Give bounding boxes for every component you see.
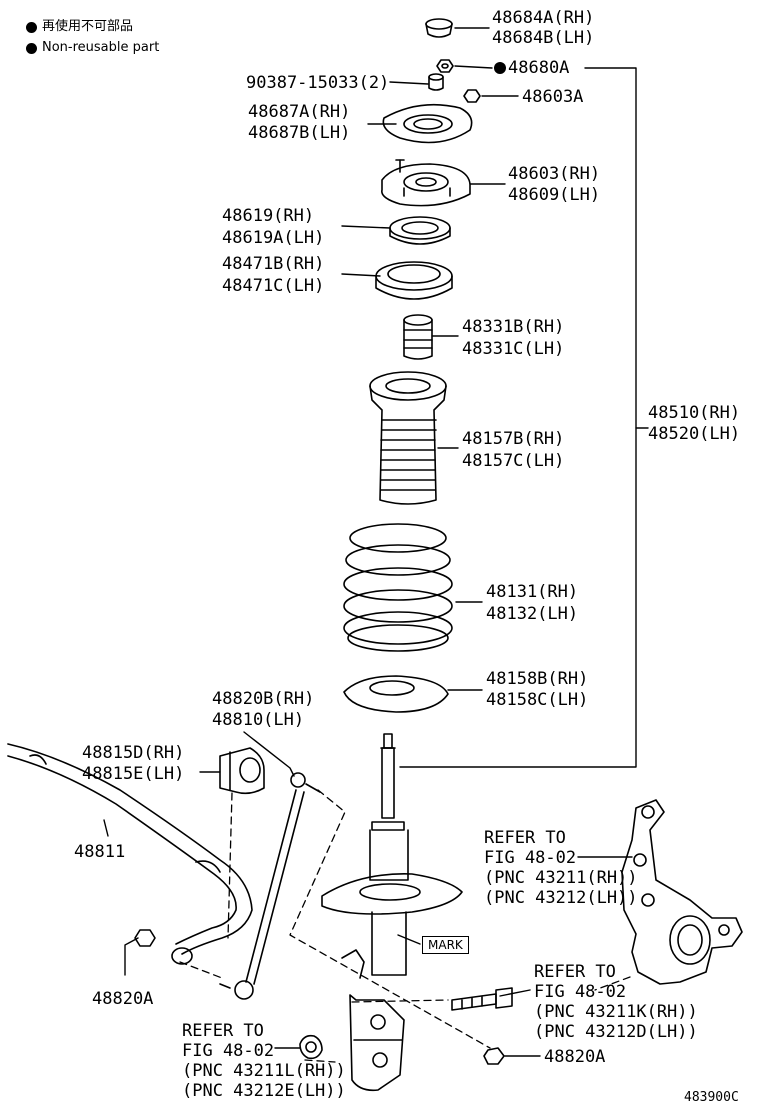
- seat-48471: [375, 261, 453, 300]
- stabilizer-bar-48811: [7, 743, 253, 965]
- part-label-48520[interactable]: 48520(LH): [648, 424, 741, 444]
- part-label-48811[interactable]: 48811: [74, 842, 126, 862]
- part-label-48331b[interactable]: 48331B(RH): [462, 317, 565, 337]
- part-label-48510[interactable]: 48510(RH): [648, 403, 741, 423]
- refer-nut-fig-link[interactable]: FIG 48-02: [182, 1041, 275, 1061]
- strut-bolt: [451, 987, 513, 1011]
- shock-absorber: [321, 733, 463, 1092]
- refer-nut-line-1: REFER TO: [182, 1021, 264, 1041]
- refer-knuckle-pnc-lh: (PNC 43212(LH)): [484, 888, 638, 908]
- part-label-48603[interactable]: 48603(RH): [508, 164, 601, 184]
- part-label-48131[interactable]: 48131(RH): [486, 582, 579, 602]
- part-label-48687b[interactable]: 48687B(LH): [248, 123, 351, 143]
- part-label-90387[interactable]: 90387-15033(2): [246, 73, 390, 93]
- refer-bolt-fig-link[interactable]: FIG 48-02: [534, 982, 627, 1002]
- boot-48157: [369, 371, 447, 505]
- refer-knuckle-fig-link[interactable]: FIG 48-02: [484, 848, 577, 868]
- part-label-48157c[interactable]: 48157C(LH): [462, 451, 565, 471]
- steering-knuckle: [621, 799, 743, 985]
- part-label-48619[interactable]: 48619(RH): [222, 206, 315, 226]
- part-label-48158b[interactable]: 48158B(RH): [486, 669, 589, 689]
- part-label-48820a-bottom[interactable]: 48820A: [544, 1047, 606, 1067]
- part-label-48820a-left[interactable]: 48820A: [92, 989, 154, 1009]
- coil-spring-48131: [343, 523, 453, 652]
- refer-bolt-pnc-rh: (PNC 43211K(RH)): [534, 1002, 698, 1022]
- nut-48820a-bottom: [483, 1047, 505, 1065]
- non-reusable-dot-icon: [494, 62, 506, 74]
- bushing-90387: [428, 73, 444, 91]
- legend-english: Non-reusable part: [42, 40, 160, 55]
- part-label-48684b[interactable]: 48684B(LH): [492, 28, 595, 48]
- leader-lines: [103, 27, 649, 1057]
- part-label-48820b[interactable]: 48820B(RH): [212, 689, 315, 709]
- nut-48820a-left: [134, 929, 156, 947]
- part-label-48158c[interactable]: 48158C(LH): [486, 690, 589, 710]
- bushing-48815: [219, 747, 265, 795]
- non-reusable-dot-icon: [26, 22, 37, 33]
- part-label-48619a[interactable]: 48619A(LH): [222, 228, 325, 248]
- diagram-code: 483900C: [684, 1090, 739, 1105]
- plate-48687: [382, 103, 473, 144]
- refer-nut-pnc-lh: (PNC 43212E(LH)): [182, 1081, 346, 1101]
- refer-bolt-pnc-lh: (PNC 43212D(LH)): [534, 1022, 698, 1042]
- part-label-48609[interactable]: 48609(LH): [508, 185, 601, 205]
- non-reusable-dot-icon: [26, 43, 37, 54]
- nut-48603a: [463, 89, 481, 103]
- part-label-48331c[interactable]: 48331C(LH): [462, 339, 565, 359]
- strut-nut: [299, 1034, 323, 1060]
- part-label-48132[interactable]: 48132(LH): [486, 604, 579, 624]
- part-label-48680a[interactable]: 48680A: [508, 58, 570, 78]
- part-label-48157b[interactable]: 48157B(RH): [462, 429, 565, 449]
- part-label-48684a[interactable]: 48684A(RH): [492, 8, 595, 28]
- part-label-48603a[interactable]: 48603A: [522, 87, 584, 107]
- part-label-48815e[interactable]: 48815E(LH): [82, 764, 185, 784]
- refer-knuckle-line-1: REFER TO: [484, 828, 566, 848]
- refer-bolt-line-1: REFER TO: [534, 962, 616, 982]
- cap-48684: [425, 18, 453, 38]
- stabilizer-link-48820b: [219, 772, 321, 1000]
- part-label-48810[interactable]: 48810(LH): [212, 710, 305, 730]
- support-48603: [381, 159, 471, 207]
- part-label-48815d[interactable]: 48815D(RH): [82, 743, 185, 763]
- dashed-assembly-lines: [179, 789, 631, 1063]
- refer-nut-pnc-rh: (PNC 43211L(RH)): [182, 1061, 346, 1081]
- part-label-48471b[interactable]: 48471B(RH): [222, 254, 325, 274]
- mark-tag: MARK: [422, 936, 469, 954]
- legend-japanese: 再使用不可部品: [42, 19, 134, 34]
- part-label-48471c[interactable]: 48471C(LH): [222, 276, 325, 296]
- part-label-48687a[interactable]: 48687A(RH): [248, 102, 351, 122]
- bumper-48331: [403, 314, 433, 360]
- bearing-48619: [389, 216, 451, 245]
- refer-knuckle-pnc-rh: (PNC 43211(RH)): [484, 868, 638, 888]
- nut-48680a: [436, 59, 454, 73]
- insulator-48158: [343, 675, 449, 713]
